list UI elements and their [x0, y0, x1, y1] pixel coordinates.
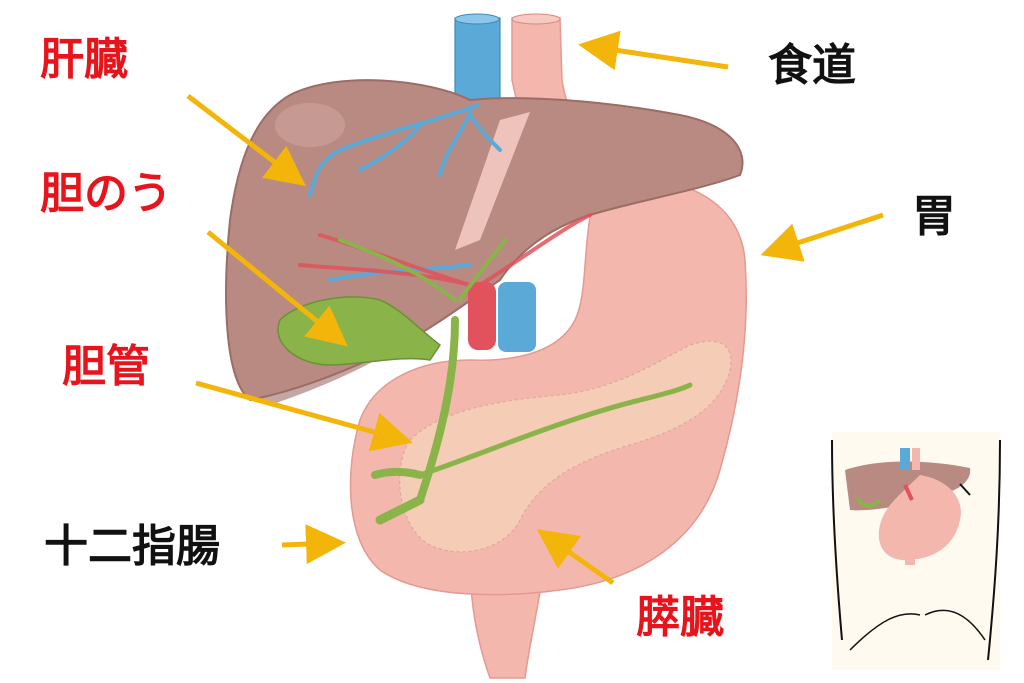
- hepatic-arteries: [298, 213, 592, 287]
- arrow-esophagus: [578, 30, 729, 71]
- arrow-bile-duct: [195, 380, 413, 452]
- hepatic-artery-trunk: [468, 282, 496, 350]
- bile-ducts: [338, 238, 693, 525]
- label-duodenum: 十二指腸: [44, 521, 220, 572]
- arrow-duodenum: [281, 524, 346, 565]
- label-liver: 肝臓: [40, 34, 128, 85]
- torso-position-icon: [831, 432, 1001, 670]
- arrow-stomach: [760, 212, 884, 262]
- label-esophagus: 食道: [768, 40, 856, 91]
- arrow-gallbladder: [206, 230, 348, 347]
- label-pancreas: 膵臓: [636, 592, 724, 643]
- label-bile-duct: 胆管: [62, 341, 150, 392]
- arrow-liver: [186, 94, 306, 187]
- arrow-pancreas: [536, 529, 615, 586]
- pancreas-shape: [399, 340, 732, 553]
- vena-cava-lower: [498, 282, 536, 352]
- hepatic-veins: [308, 103, 502, 282]
- pointer-arrows: [186, 30, 884, 586]
- label-stomach: 胃: [912, 191, 956, 242]
- label-gallbladder: 胆のう: [40, 168, 172, 219]
